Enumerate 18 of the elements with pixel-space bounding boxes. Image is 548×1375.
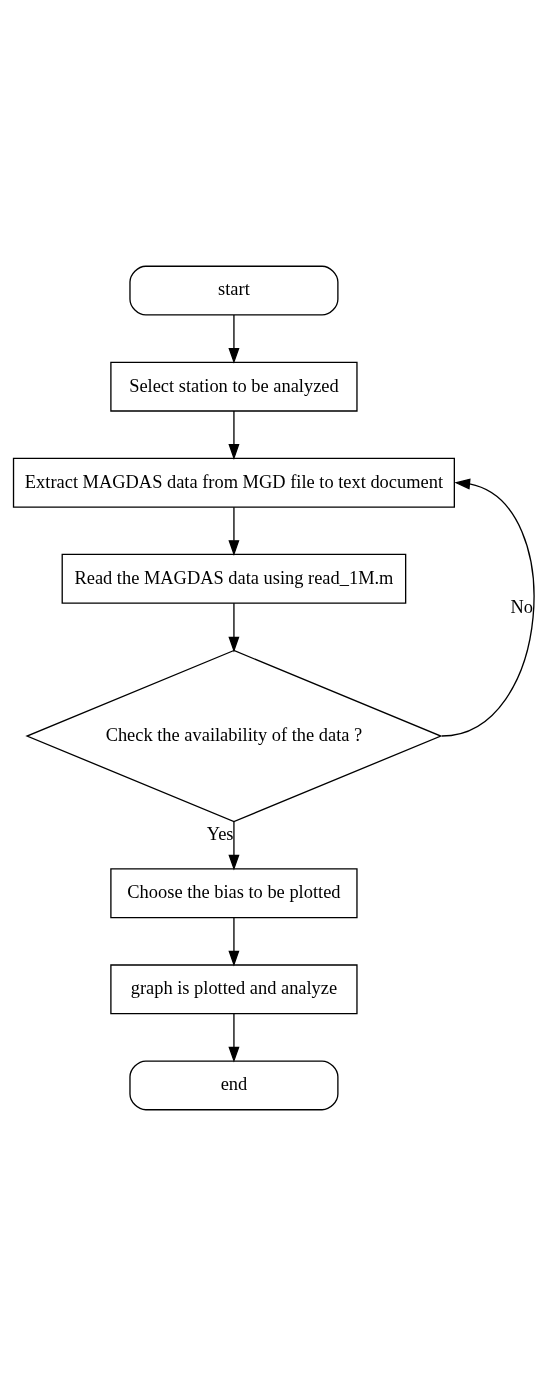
node-box: Read the MAGDAS data using read_1M.m [61, 553, 407, 604]
node-box: start [129, 265, 339, 316]
arrow [228, 409, 240, 460]
edge-label: No [510, 596, 534, 617]
node-box: Extract MAGDAS data from MGD file to text document [12, 457, 455, 508]
arrow [228, 313, 240, 364]
edge-label: Yes [206, 823, 234, 844]
arrow [441, 478, 535, 737]
node-box: Choose the bias to be plotted [110, 867, 358, 918]
arrow [228, 1012, 240, 1063]
arrow [228, 602, 240, 652]
arrow [228, 505, 240, 556]
node-box: end [129, 1059, 339, 1110]
node-box: graph is plotted and analyze [110, 963, 358, 1014]
arrow [228, 820, 240, 871]
node-diamond: Check the availability of the data ? [25, 649, 443, 822]
arrow [228, 916, 240, 967]
node-box: Select station to be analyzed [110, 361, 358, 412]
